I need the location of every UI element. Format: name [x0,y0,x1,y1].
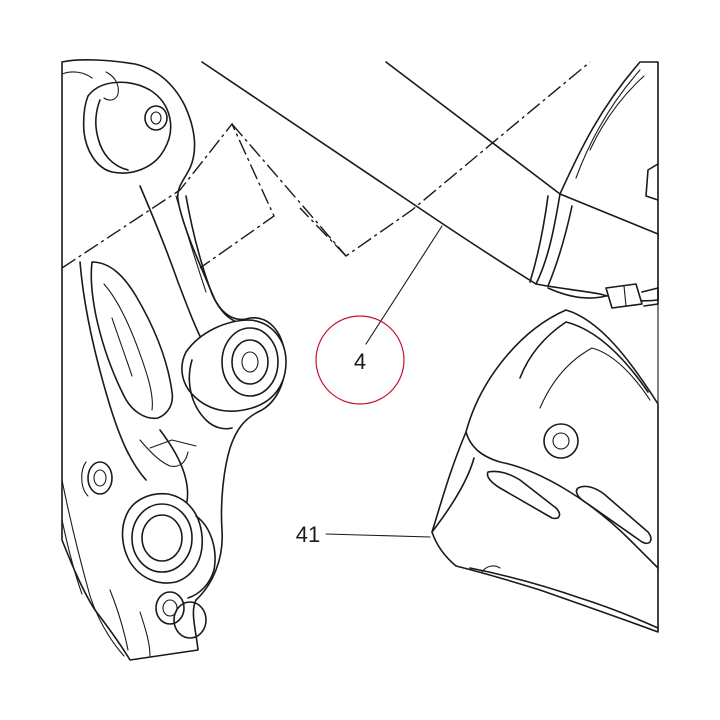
phantom-lines [61,61,591,269]
leader-line-41 [325,533,431,538]
frame-bracket [61,59,287,661]
callout-label-41: 41 [296,522,320,547]
callout-label-4: 4 [354,349,366,374]
highlight-circle [315,315,405,405]
muffler-upper [201,61,659,309]
muffler-cover [431,309,659,633]
leader-line-4 [365,225,443,345]
